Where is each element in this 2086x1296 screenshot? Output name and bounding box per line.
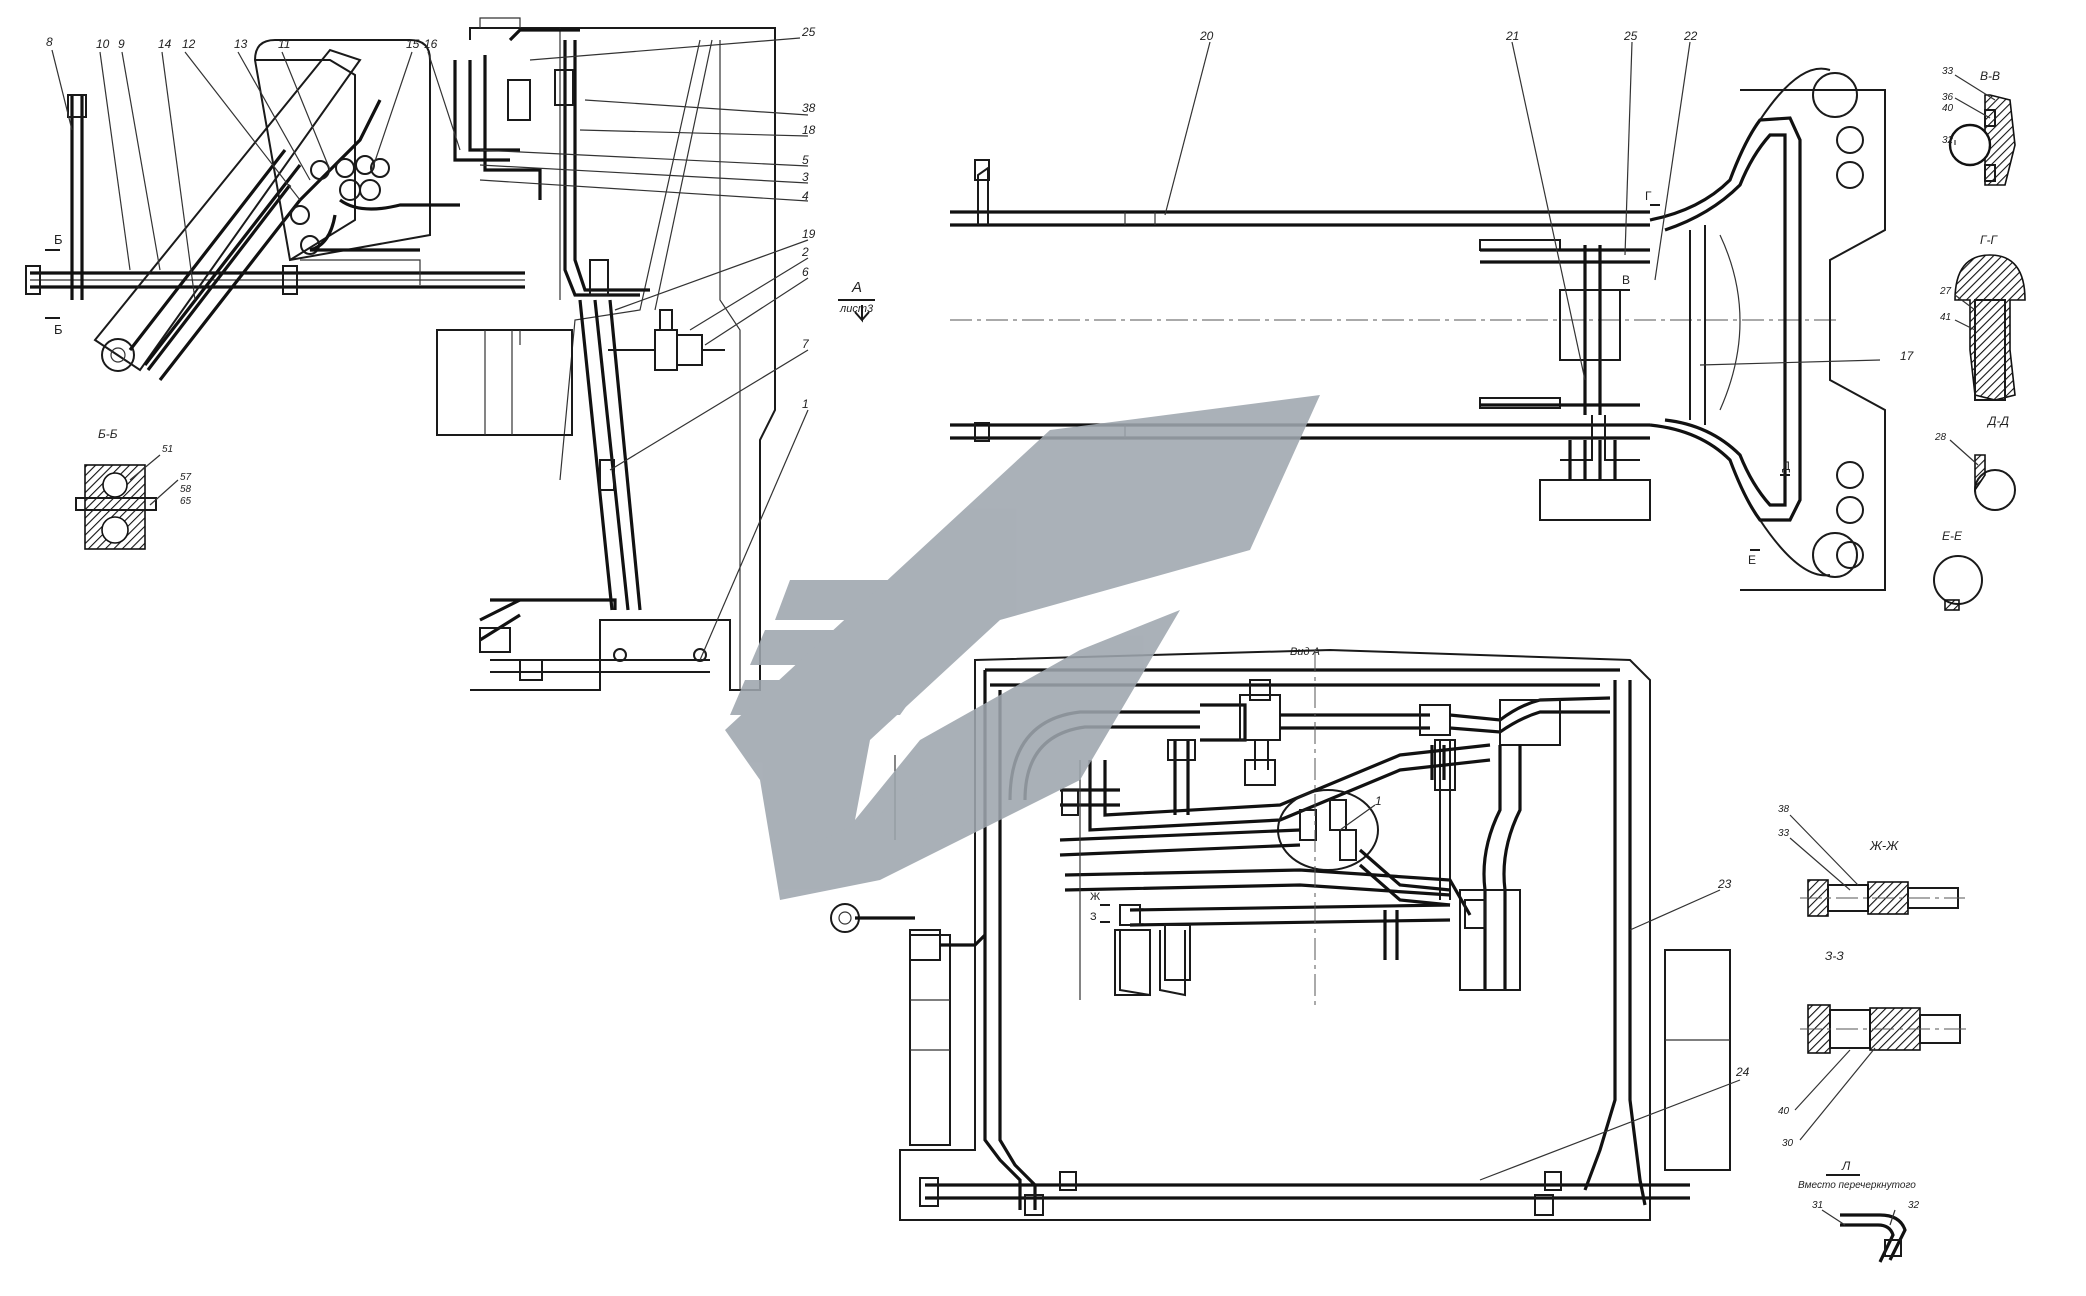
callout: 3 [802, 170, 809, 184]
callout: 10 [96, 37, 110, 51]
section-bb-label: Б-Б [98, 427, 118, 441]
callout: 1 [802, 397, 809, 411]
callout: 14 [158, 37, 172, 51]
detail-j: Л Вместо перечеркнутого 31 32 [1798, 1159, 1920, 1263]
callout: 58 [180, 484, 192, 495]
callout: 2 [801, 245, 809, 259]
cut-mark-b-bottom: Б [54, 322, 63, 337]
callout: 13 [234, 37, 248, 51]
logo-mark [725, 395, 1320, 900]
callout: 19 [802, 227, 816, 241]
top-right-view: Г В Д Е 20 21 25 22 17 [950, 29, 1915, 591]
callout: 33 [1778, 828, 1790, 839]
view-a-label: А [851, 279, 862, 296]
cut-mark-g: Г [1645, 189, 1652, 203]
leaders-top-left [51, 37, 809, 661]
callout: 57 [180, 472, 192, 483]
section-zhzh: Ж-Ж 38 33 [1778, 804, 1965, 917]
section-gg: Г-Г 27 41 [1939, 233, 2026, 401]
callout: 22 [1683, 29, 1698, 43]
callout: 18 [802, 123, 816, 137]
callout: 17 [1900, 349, 1915, 363]
callout: 16 [424, 37, 438, 51]
bottom-view: Вид А [830, 646, 1750, 1221]
callout: 51 [162, 444, 173, 455]
callout: 24 [1735, 1065, 1750, 1079]
callout: 30 [1782, 1138, 1794, 1149]
cut-mark-zh: Ж [1090, 891, 1100, 903]
section-zz: З-З 40 30 [1778, 949, 1970, 1149]
section-zhzh-label: Ж-Ж [1869, 838, 1899, 853]
callout: 40 [1942, 103, 1954, 114]
detail-j-note: Вместо перечеркнутого [1798, 1180, 1916, 1191]
section-dd: Д-Д 28 [1934, 414, 2016, 511]
callout: 8 [46, 35, 53, 49]
callout: 1 [1375, 794, 1382, 808]
cut-mark-v: В [1622, 273, 1630, 287]
callout: 11 [278, 37, 290, 51]
callout: 6 [802, 265, 809, 279]
callout: 23 [1717, 877, 1732, 891]
callout: 12 [182, 37, 196, 51]
callout: 5 [802, 153, 809, 167]
callout: 25 [1623, 29, 1638, 43]
callout: 36 [1942, 92, 1954, 103]
callout: 40 [1778, 1106, 1790, 1117]
callout: 38 [1778, 804, 1790, 815]
callout: 33 [1942, 66, 1954, 77]
callout: 38 [802, 101, 816, 115]
section-bb: Б-Б 51 57 58 65 [75, 427, 192, 550]
callout: 4 [802, 189, 809, 203]
view-top-label: Вид А [1290, 646, 1320, 658]
detail-j-label: Л [1841, 1159, 1851, 1173]
valve-cluster [290, 155, 460, 285]
callout: 20 [1199, 29, 1214, 43]
callout: 21 [1505, 29, 1519, 43]
view-a-sheet: лист3 [839, 303, 874, 315]
callout: 27 [1939, 286, 1952, 297]
callout: 28 [1934, 432, 1947, 443]
callout: 7 [802, 337, 810, 351]
callout: 32 [1942, 135, 1954, 146]
section-zz-label: З-З [1825, 949, 1844, 963]
section-ee-label: Е-Е [1942, 529, 1963, 543]
callout: 32 [1908, 1200, 1920, 1211]
section-vv: В-В 33 36 40 32 [1942, 66, 2016, 186]
callout: 41 [1940, 312, 1951, 323]
cut-mark-e: Е [1748, 553, 1756, 567]
section-vv-label: В-В [1980, 69, 2000, 83]
cut-mark-b-top: Б [54, 232, 63, 247]
section-gg-label: Г-Г [1980, 233, 1999, 247]
callout: 65 [180, 496, 192, 507]
top-left-view: Б Б А лист3 [25, 17, 875, 691]
callout: 9 [118, 37, 125, 51]
callouts-top-left: 8 10 9 14 12 13 11 15 16 25 38 18 5 3 4 … [46, 25, 816, 411]
section-ee: Е-Е [1933, 529, 1983, 611]
cut-mark-z: З [1090, 911, 1097, 923]
callout: 25 [801, 25, 816, 39]
cut-mark-d: Д [1782, 459, 1790, 473]
section-dd-label: Д-Д [1986, 414, 2009, 428]
callout: 31 [1812, 1200, 1823, 1211]
callout: 15 [406, 37, 420, 51]
